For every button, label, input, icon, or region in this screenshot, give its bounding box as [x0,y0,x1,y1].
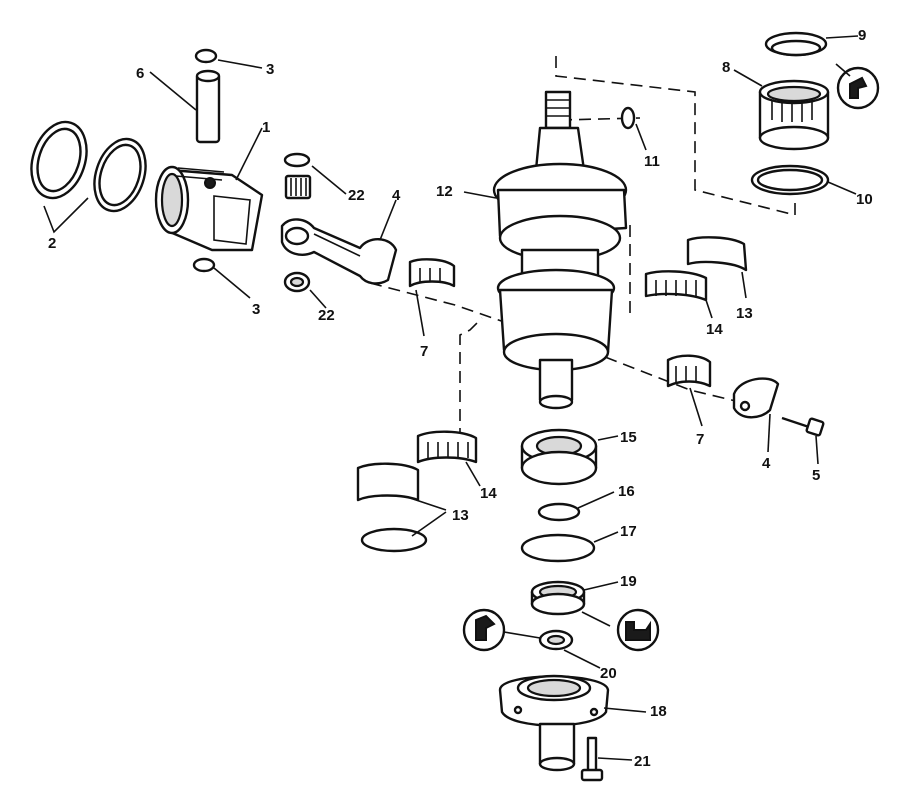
callout-21: 21 [634,753,651,770]
needle-bearing-lower [283,271,311,293]
housing-screw [580,736,604,782]
roller-bearing [758,79,830,151]
bearing-cage-7-right [666,354,712,388]
callout-9: 9 [858,27,866,44]
callout-19: 19 [620,573,637,590]
snap-ring-13 [360,527,428,553]
callout-20: 20 [600,665,617,682]
callout-12: 12 [436,183,453,200]
callout-14-lower: 14 [480,485,497,502]
callout-6: 6 [136,65,144,82]
callout-16: 16 [618,483,635,500]
callouts: 1 2 3 3 4 4 5 6 7 7 8 9 10 11 12 13 13 1… [48,27,873,770]
callout-10: 10 [856,191,873,208]
bearing-cage-14-lower [416,430,478,464]
snap-ring-16 [537,502,581,522]
seal-20-detail [462,608,506,652]
callout-2: 2 [48,235,56,252]
retaining-ring-top [194,48,218,64]
callout-7-left: 7 [420,343,428,360]
woodruff-key [620,106,636,130]
callout-8: 8 [722,59,730,76]
ball-bearing [520,428,598,486]
retaining-ring-bottom [192,257,216,273]
top-seal-detail [836,66,880,110]
bearing-cage-7-left [408,258,456,288]
callout-3-bottom: 3 [252,301,260,318]
piston [154,165,264,252]
callout-1: 1 [262,119,270,136]
callout-18: 18 [650,703,667,720]
bearing-cage-14-upper [644,270,708,302]
callout-7-right: 7 [696,431,704,448]
crankshaft [492,90,628,410]
piston-rings [30,120,147,213]
rod-cap [732,377,780,419]
callout-22-upper: 22 [348,187,365,204]
callout-3-top: 3 [266,61,274,78]
seal-19 [530,580,586,616]
callout-5: 5 [812,467,820,484]
bearing-half-13-lower [356,462,420,502]
callout-15: 15 [620,429,637,446]
callout-17: 17 [620,523,637,540]
connecting-rod [280,218,398,285]
callout-13-lower: 13 [452,507,469,524]
top-seal [764,31,828,57]
callout-11: 11 [644,153,660,170]
seal-20 [538,629,574,651]
callout-4-cap: 4 [762,455,771,472]
rod-cap-screw [781,416,825,437]
needle-bearing-upper [283,152,312,200]
callout-22-lower: 22 [318,307,335,324]
callout-4-rod: 4 [392,187,401,204]
seal-19-detail [616,608,660,652]
wrist-pin [195,69,221,144]
callout-13-upper: 13 [736,305,753,322]
bearing-half-13-upper [686,236,748,272]
o-ring-17 [520,533,596,563]
leader-lines [43,35,859,761]
callout-14-upper: 14 [706,321,723,338]
retaining-ring-10 [750,164,830,196]
bearing-housing [498,674,610,772]
